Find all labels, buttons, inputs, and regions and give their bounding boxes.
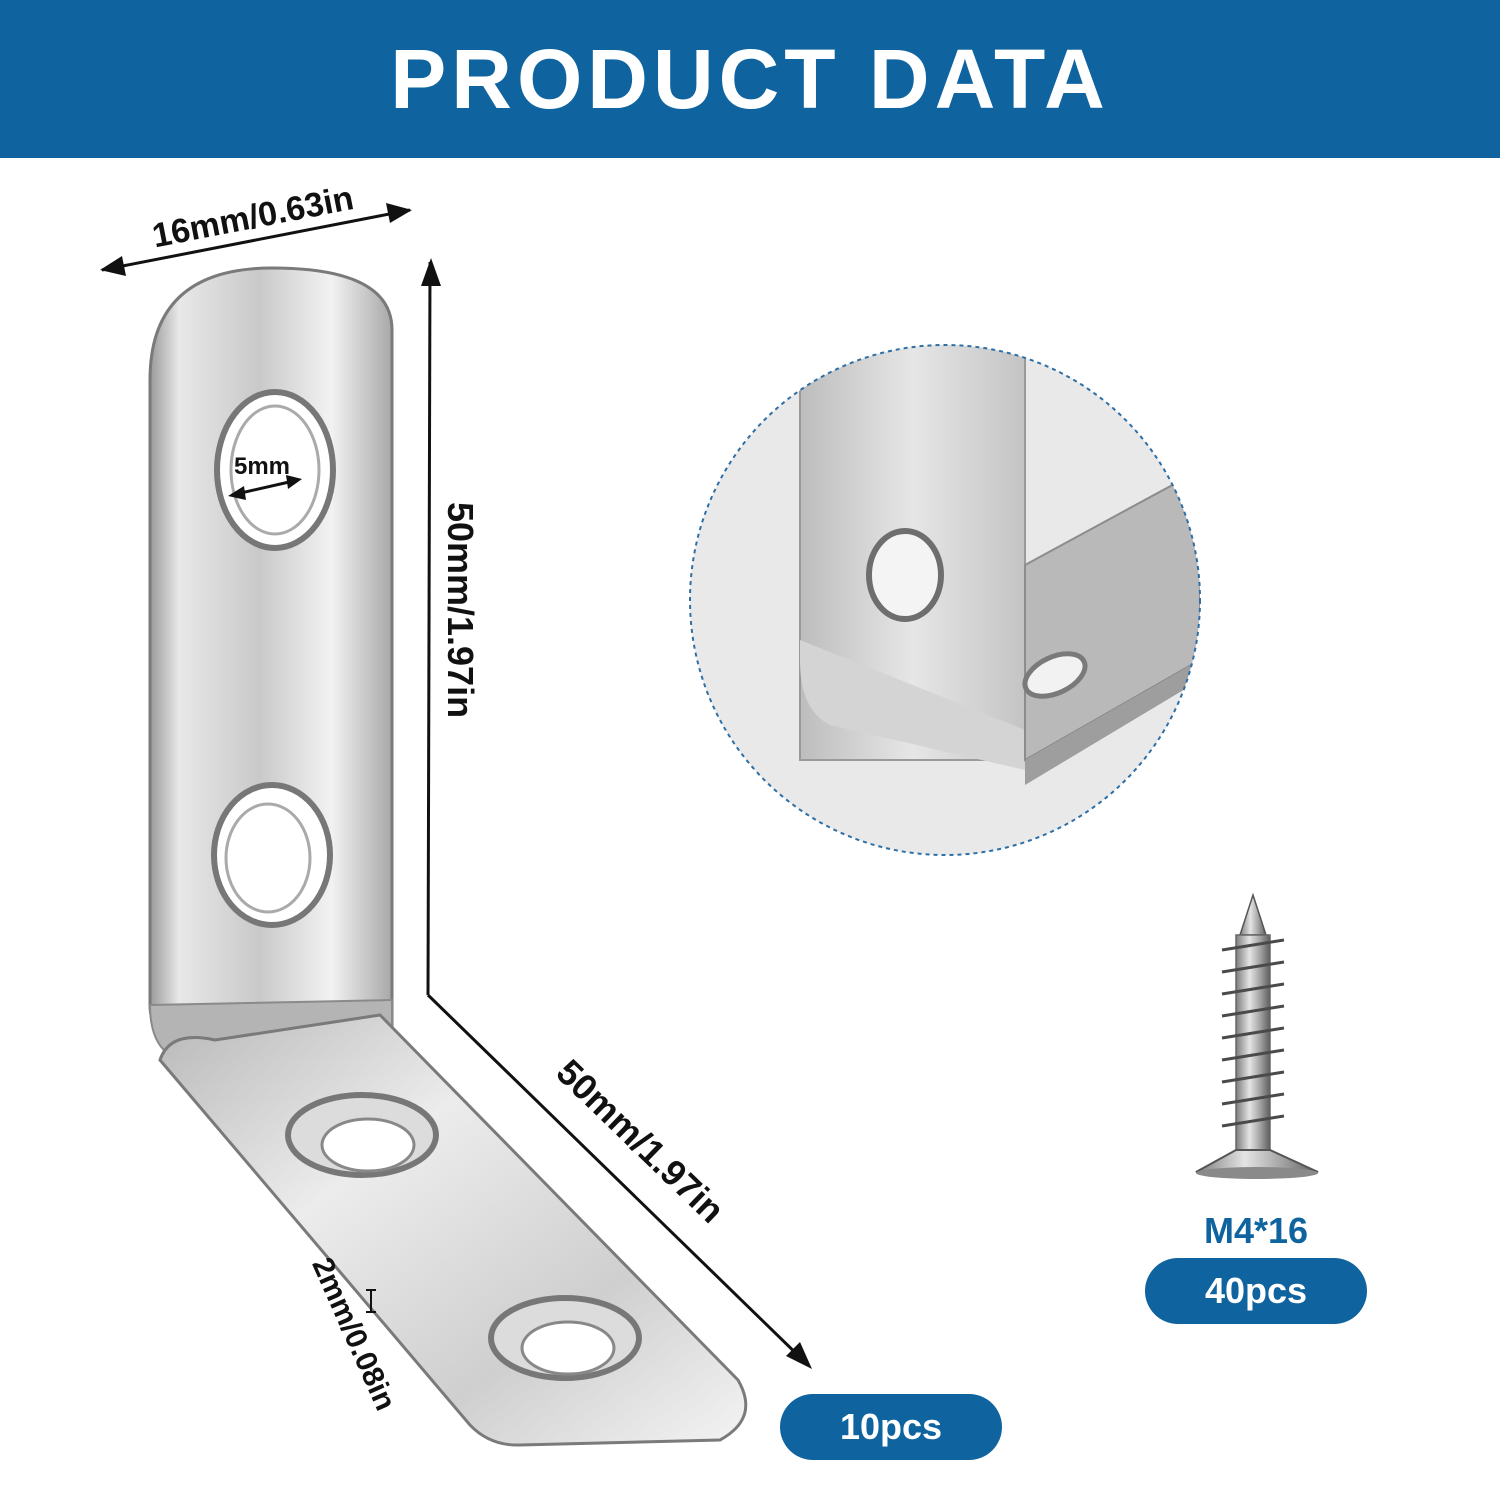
screw-quantity-badge: 40pcs xyxy=(1145,1258,1367,1324)
zoom-dashed-border xyxy=(689,344,1201,856)
screw-size-label: M4*16 xyxy=(1203,1210,1309,1251)
zoom-detail xyxy=(689,344,1201,856)
screw-image xyxy=(1195,892,1319,1179)
hole-label: 5mm xyxy=(234,453,290,480)
bracket-horizontal-arm xyxy=(158,1013,748,1447)
hole-dimension: 5mm xyxy=(228,453,302,500)
width-dimension: 16mm/0.63in xyxy=(100,179,412,276)
width-label: 16mm/0.63in xyxy=(149,179,357,255)
bracket-quantity-badge: 10pcs xyxy=(780,1394,1002,1460)
header-banner: PRODUCT DATA xyxy=(0,0,1500,158)
height-label: 50mm/1.97in xyxy=(440,502,481,718)
page-title: PRODUCT DATA xyxy=(390,32,1110,126)
height-dimension: 50mm/1.97in xyxy=(421,258,481,996)
corner-bracket xyxy=(148,266,748,1447)
